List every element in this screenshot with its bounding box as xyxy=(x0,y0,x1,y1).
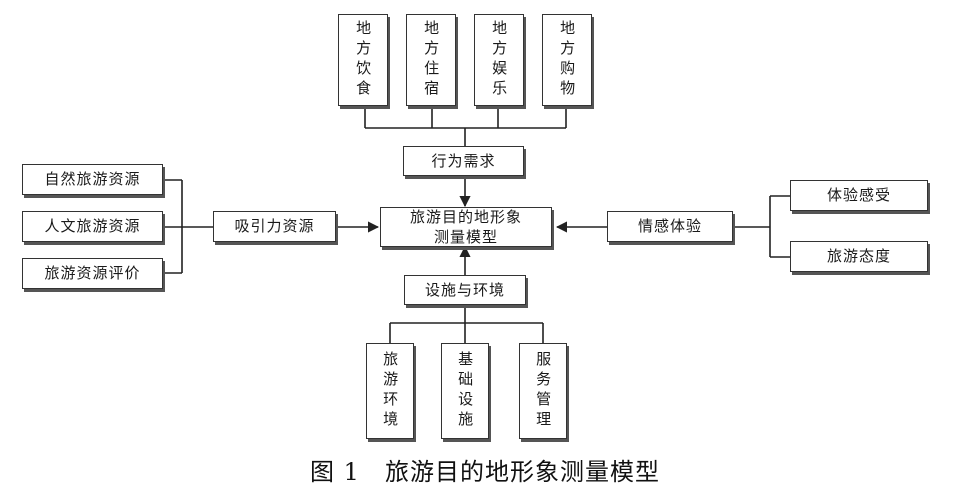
box-facilities-environment: 设施与环境 xyxy=(404,275,526,305)
box-experience-feeling: 体验感受 xyxy=(790,180,928,211)
box-local-food: 地方饮食 xyxy=(338,14,388,106)
box-local-entertainment: 地方娱乐 xyxy=(474,14,524,106)
box-emotional-experience: 情感体验 xyxy=(607,211,733,242)
figure-caption: 图 1 旅游目的地形象测量模型 xyxy=(310,458,660,486)
box-tourism-environment: 旅游环境 xyxy=(366,343,414,439)
box-center-model: 旅游目的地形象 测量模型 xyxy=(380,207,552,247)
box-attraction-resources: 吸引力资源 xyxy=(213,211,336,242)
left-bracket xyxy=(163,179,213,274)
bottom-bracket xyxy=(389,305,544,343)
top-bracket xyxy=(364,108,567,146)
box-resource-evaluation: 旅游资源评价 xyxy=(22,258,163,289)
box-local-shopping: 地方购物 xyxy=(542,14,592,106)
box-behavior-demand: 行为需求 xyxy=(403,146,524,176)
box-infrastructure: 基础设施 xyxy=(441,343,489,439)
box-natural-resources: 自然旅游资源 xyxy=(22,164,163,195)
box-travel-attitude: 旅游态度 xyxy=(790,241,928,272)
box-cultural-resources: 人文旅游资源 xyxy=(22,211,163,242)
box-service-management: 服务管理 xyxy=(519,343,567,439)
box-local-lodging: 地方住宿 xyxy=(406,14,456,106)
right-bracket xyxy=(733,195,790,258)
